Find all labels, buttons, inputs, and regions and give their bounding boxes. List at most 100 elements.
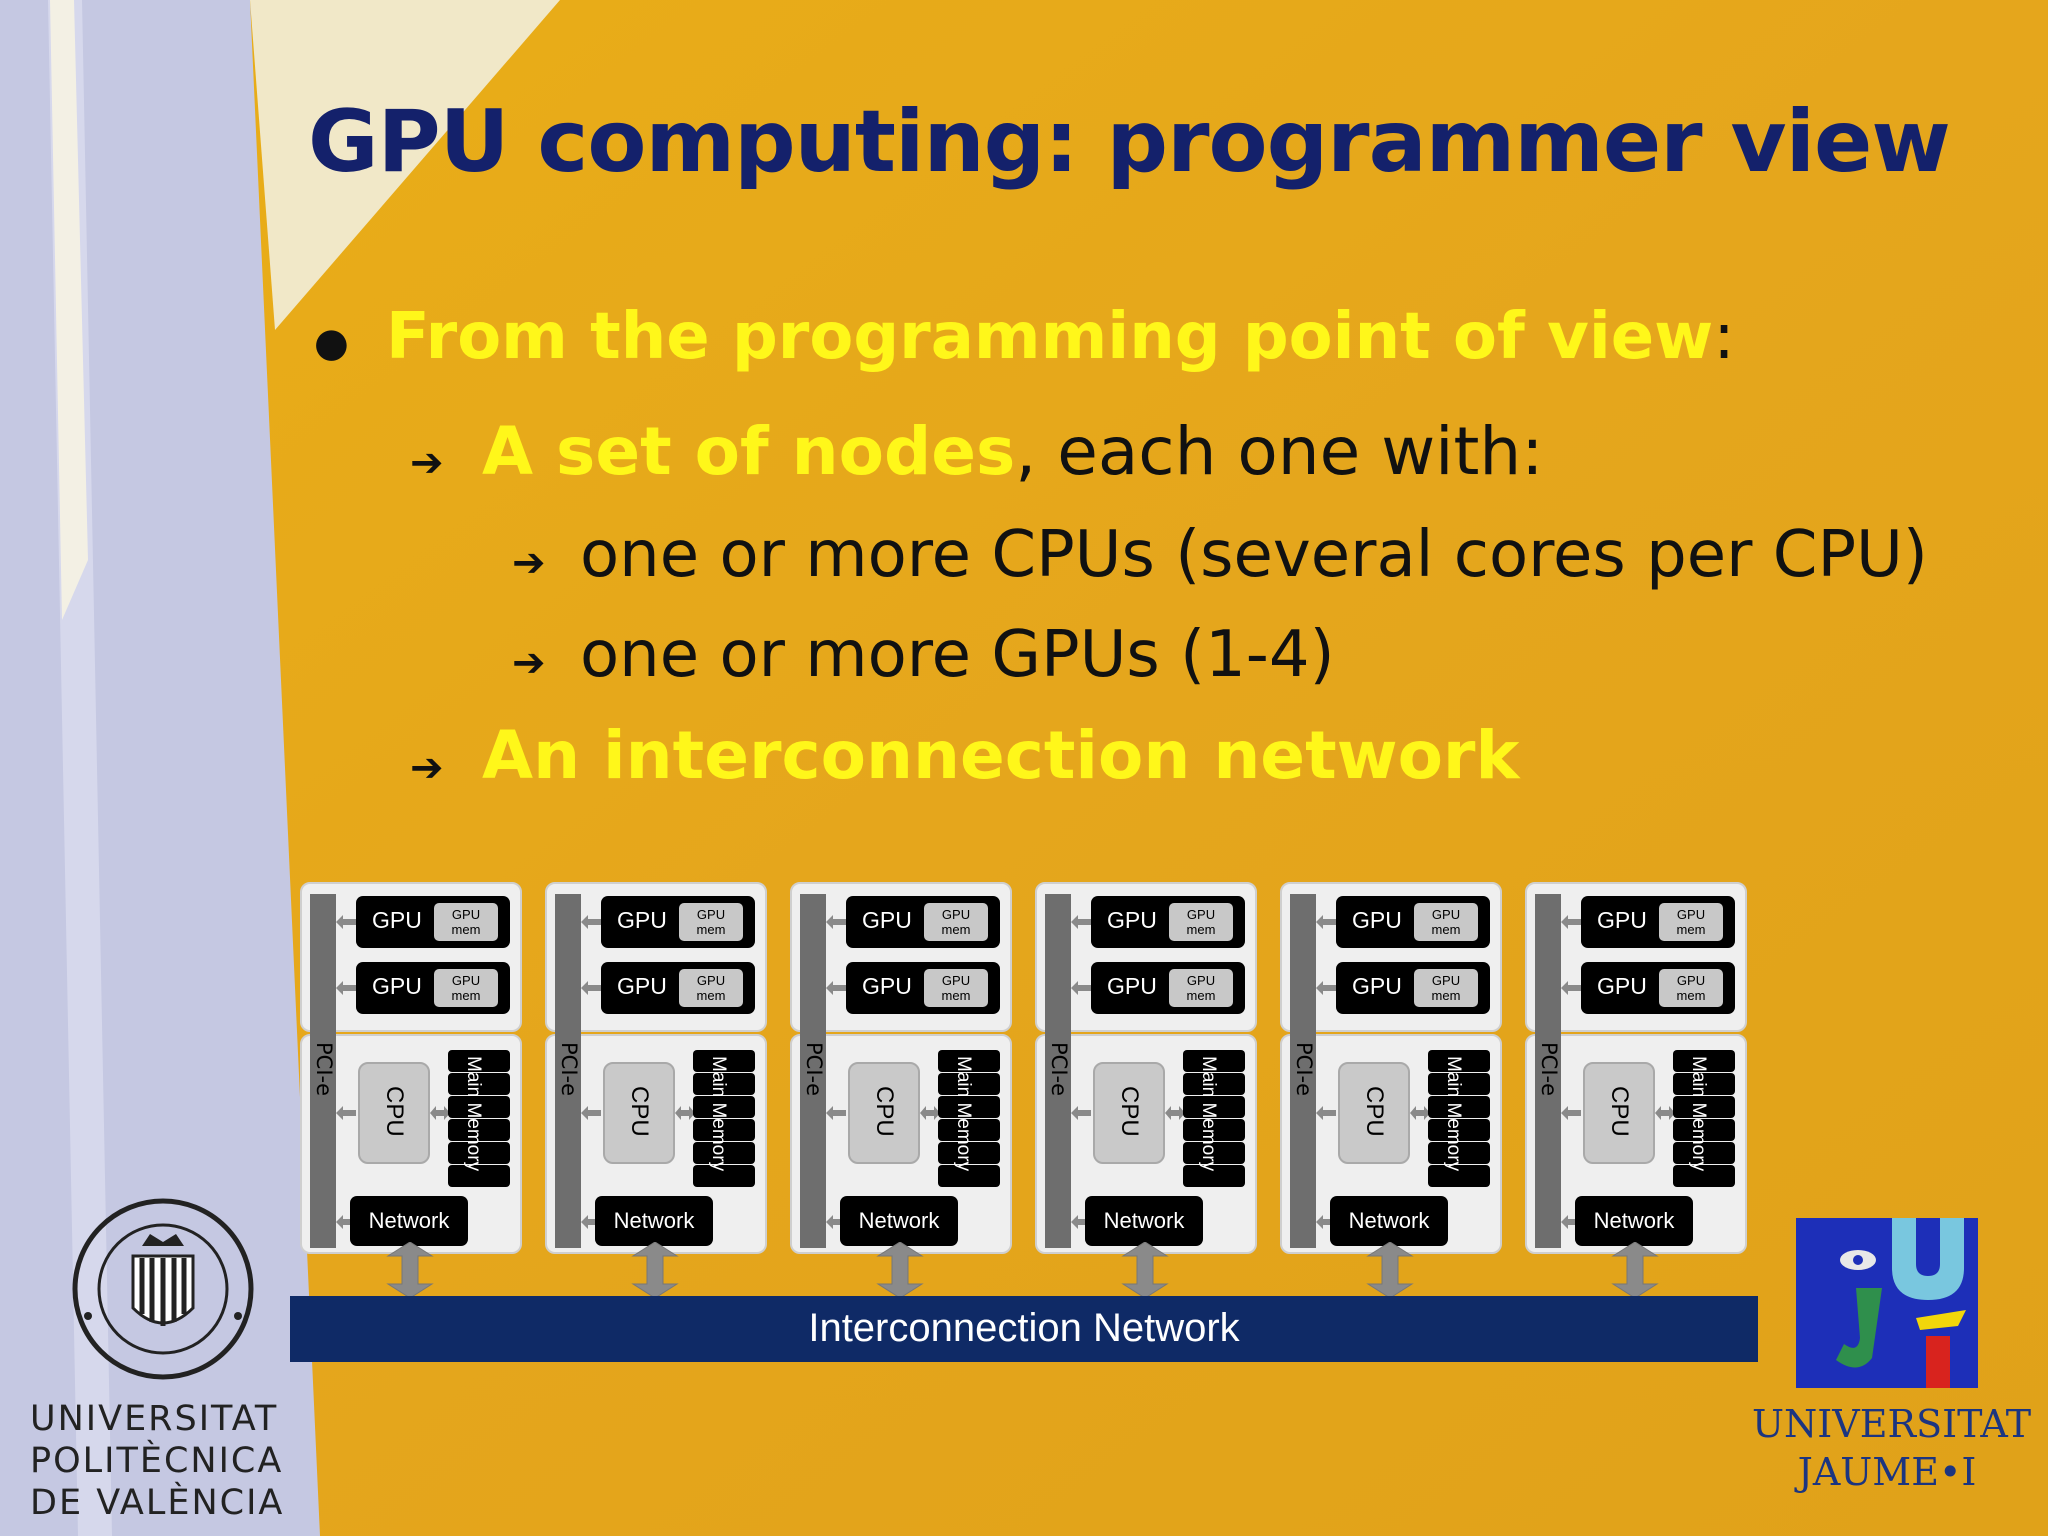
memory-module xyxy=(693,1165,755,1187)
gpu-mem-line: GPU xyxy=(1431,907,1461,922)
pcie-label: PCI-e xyxy=(1047,1042,1071,1097)
bus-link-arrow xyxy=(581,914,601,930)
memory-module xyxy=(1428,1096,1490,1118)
gpu-label: GPU xyxy=(372,973,422,999)
bus-link-arrow xyxy=(1071,914,1091,930)
gpu-label: GPU xyxy=(862,907,912,933)
bus-link-arrow xyxy=(1071,1214,1091,1230)
memory-module xyxy=(448,1119,510,1141)
memory-module xyxy=(693,1142,755,1164)
network-label: Network xyxy=(1593,1208,1675,1233)
arrow-icon: ➔ xyxy=(410,745,444,791)
memory-module xyxy=(1428,1073,1490,1095)
memory-module xyxy=(448,1142,510,1164)
memory-module xyxy=(693,1119,755,1141)
cpu-memory-link-arrow xyxy=(1410,1105,1430,1121)
bus-link-arrow xyxy=(1316,914,1336,930)
gpu-mem-line: GPU xyxy=(941,907,971,922)
memory-module xyxy=(448,1050,510,1072)
bus-link-arrow xyxy=(1316,980,1336,996)
network-box: Network xyxy=(595,1196,713,1246)
main-memory-label: Main Memory xyxy=(1198,1056,1219,1172)
gpu-label: GPU xyxy=(1352,973,1402,999)
memory-module xyxy=(693,1073,755,1095)
gpu-mem-line: GPU xyxy=(696,907,726,922)
gpu-mem-line: GPU xyxy=(451,907,481,922)
bus-link-arrow xyxy=(826,980,846,996)
gpu-mem-line: GPU xyxy=(1431,973,1461,988)
bus-link-arrow xyxy=(581,1214,601,1230)
memory-module xyxy=(1673,1073,1735,1095)
network-link-arrow xyxy=(1121,1242,1169,1298)
network-link-arrow xyxy=(1366,1242,1414,1298)
memory-module xyxy=(1673,1050,1735,1072)
cpu-box: CPU xyxy=(1338,1062,1410,1164)
pcie-bus xyxy=(1535,894,1561,1248)
memory-module xyxy=(1428,1142,1490,1164)
cpu-memory-link-arrow xyxy=(920,1105,940,1121)
network-box: Network xyxy=(1330,1196,1448,1246)
gpu-mem-line: mem xyxy=(1431,922,1461,937)
upv-line: DE VALÈNCIA xyxy=(30,1483,285,1523)
arrow-icon: ➔ xyxy=(512,640,546,686)
cpu-memory-link-arrow xyxy=(1655,1105,1675,1121)
memory-module xyxy=(1183,1165,1245,1187)
memory-module xyxy=(693,1050,755,1072)
gpu-mem-line: GPU xyxy=(1676,973,1706,988)
memory-module xyxy=(1183,1119,1245,1141)
gpu-label: GPU xyxy=(1352,907,1402,933)
network-box: Network xyxy=(350,1196,468,1246)
gpu-mem-line: GPU xyxy=(451,973,481,988)
memory-module xyxy=(1673,1119,1735,1141)
interconnection-network-label: Interconnection Network xyxy=(808,1306,1240,1350)
main-memory-label: Main Memory xyxy=(463,1056,484,1172)
pcie-bus xyxy=(555,894,581,1248)
memory-module xyxy=(1428,1165,1490,1187)
gpu-label: GPU xyxy=(1107,907,1157,933)
gpu-mem-line: GPU xyxy=(696,973,726,988)
cpu-label: CPU xyxy=(1116,1086,1143,1137)
cpu-box: CPU xyxy=(1583,1062,1655,1164)
pcie-bus xyxy=(800,894,826,1248)
item-cpus: one or more CPUs (several cores per CPU) xyxy=(580,518,1928,592)
gpu-label: GPU xyxy=(1597,973,1647,999)
cpu-box: CPU xyxy=(848,1062,920,1164)
bus-link-arrow xyxy=(826,1214,846,1230)
pcie-bus xyxy=(1290,894,1316,1248)
gpu-label: GPU xyxy=(617,907,667,933)
gpu-mem-line: mem xyxy=(451,988,481,1003)
network-label: Network xyxy=(1103,1208,1185,1233)
uji-line: JAUME•I xyxy=(1797,1450,1977,1494)
sub-bullet-nodes-tail: , each one with: xyxy=(1015,413,1544,490)
upv-line: POLITÈCNICA xyxy=(30,1441,284,1481)
bus-link-arrow xyxy=(826,914,846,930)
memory-module xyxy=(693,1096,755,1118)
pcie-bus xyxy=(310,894,336,1248)
cpu-label: CPU xyxy=(1606,1086,1633,1137)
gpu-mem-line: mem xyxy=(941,922,971,937)
memory-module xyxy=(1183,1096,1245,1118)
pcie-bus xyxy=(1045,894,1071,1248)
arrow-icon: ➔ xyxy=(410,440,444,486)
upv-line: UNIVERSITAT xyxy=(30,1399,279,1439)
arrow-icon: ➔ xyxy=(512,540,546,586)
memory-module xyxy=(1673,1142,1735,1164)
cpu-memory-link-arrow xyxy=(675,1105,695,1121)
main-memory: Main Memory xyxy=(1428,1050,1490,1187)
bus-link-arrow xyxy=(826,1105,846,1121)
network-label: Network xyxy=(858,1208,940,1233)
memory-module xyxy=(938,1050,1000,1072)
main-memory: Main Memory xyxy=(1183,1050,1245,1187)
pcie-label: PCI-e xyxy=(802,1042,826,1097)
